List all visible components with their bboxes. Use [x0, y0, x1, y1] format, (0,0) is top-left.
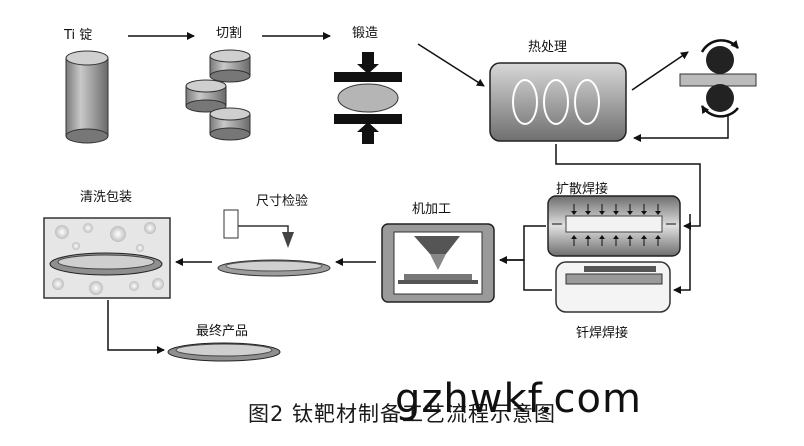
rolling-mill [679, 39, 757, 118]
label-cleaning-packing: 清洗包装 [80, 190, 133, 205]
label-diffusion-welding: 扩散焊接 [556, 182, 609, 197]
heat-treatment-furnace [489, 62, 627, 142]
label-cutting: 切割 [216, 26, 243, 41]
label-heat-treatment: 热处理 [528, 40, 568, 55]
machining-machine [381, 223, 495, 303]
cut-discs [185, 49, 251, 141]
final-product-disc [167, 342, 281, 362]
forging-press [334, 52, 402, 144]
ti-ingot-cylinder [65, 50, 109, 144]
label-dimension-inspection: 尺寸检验 [256, 194, 309, 209]
diffusion-welding-box [547, 195, 681, 257]
label-brazing: 钎焊焊接 [576, 326, 629, 341]
dimension-inspection-gauge [217, 209, 331, 277]
cleaning-packing-box [43, 217, 171, 299]
brazing-box [555, 261, 671, 313]
figure-caption: 图2 钛靶材制备工艺流程示意图 [247, 402, 557, 426]
label-forging: 锻造 [352, 26, 379, 41]
label-final-product: 最终产品 [196, 324, 249, 339]
label-ti-ingot: Ti 锭 [64, 28, 93, 43]
watermark: gzhwkf.com [395, 376, 642, 422]
label-machining: 机加工 [412, 202, 452, 217]
flow-arrows [107, 32, 729, 354]
